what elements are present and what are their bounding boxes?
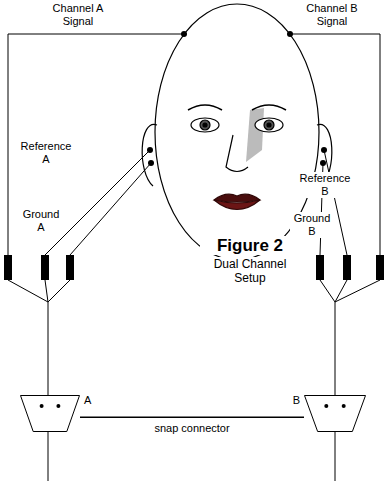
connector-body: [305, 396, 366, 432]
electrode-dot: [287, 31, 293, 37]
cable: [335, 432, 336, 481]
nose: [226, 135, 248, 172]
connector-letter: B: [293, 394, 300, 407]
electrode-plug: [66, 255, 74, 280]
connector-outline: [304, 395, 366, 432]
lead-bundle: [8, 280, 70, 395]
reference-wire: [324, 150, 347, 255]
cable: [48, 432, 49, 481]
electrode-wires: [8, 34, 380, 481]
iris: [200, 120, 210, 130]
electrode-dot: [321, 147, 327, 153]
lower-lip: [214, 200, 260, 210]
connector-outline: [20, 395, 80, 432]
ground-wire: [70, 163, 151, 255]
connector-pin: [56, 404, 60, 408]
figure-caption: Dual Channel Setup: [200, 257, 300, 285]
eye: [191, 118, 219, 132]
connector-letter: A: [84, 394, 91, 407]
electrode-plug: [343, 255, 351, 280]
connector-body: [21, 396, 80, 432]
electrode-plug: [376, 255, 384, 280]
eyebrow: [188, 105, 222, 110]
electrode-dot: [148, 160, 154, 166]
signal-wire: [290, 34, 380, 255]
pupil: [267, 123, 271, 127]
electrode-plug: [316, 255, 324, 280]
electrode-label: Reference A: [16, 140, 76, 166]
snap-connector-line: [80, 416, 304, 418]
eyebrow: [252, 105, 286, 110]
iris: [264, 120, 274, 130]
electrode-dot: [181, 31, 187, 37]
eye-shading: [246, 108, 264, 162]
electrode-dot: [147, 147, 153, 153]
eye: [255, 118, 283, 132]
connector-pin: [342, 404, 346, 408]
electrode-plug: [4, 255, 12, 280]
electrode-plug: [41, 255, 49, 280]
connector-pin: [40, 404, 44, 408]
electrode-label: Reference B: [296, 172, 354, 198]
electrode-connector: B: [304, 395, 366, 432]
electrode-label: Channel B Signal: [300, 2, 364, 28]
connector-pin: [324, 404, 328, 408]
electrode-label: Ground A: [18, 208, 64, 234]
electrode-label: Ground B: [290, 212, 334, 238]
upper-lip: [214, 194, 260, 202]
electrode-connector: A: [20, 395, 80, 432]
signal-wire: [8, 34, 184, 255]
connector-label: snap connector: [152, 422, 231, 435]
pupil: [203, 123, 207, 127]
electrode-label: Channel A Signal: [46, 2, 110, 28]
figure-title: Figure 2: [200, 236, 300, 255]
lead-bundle: [320, 280, 380, 395]
electrode-dot: [320, 160, 326, 166]
